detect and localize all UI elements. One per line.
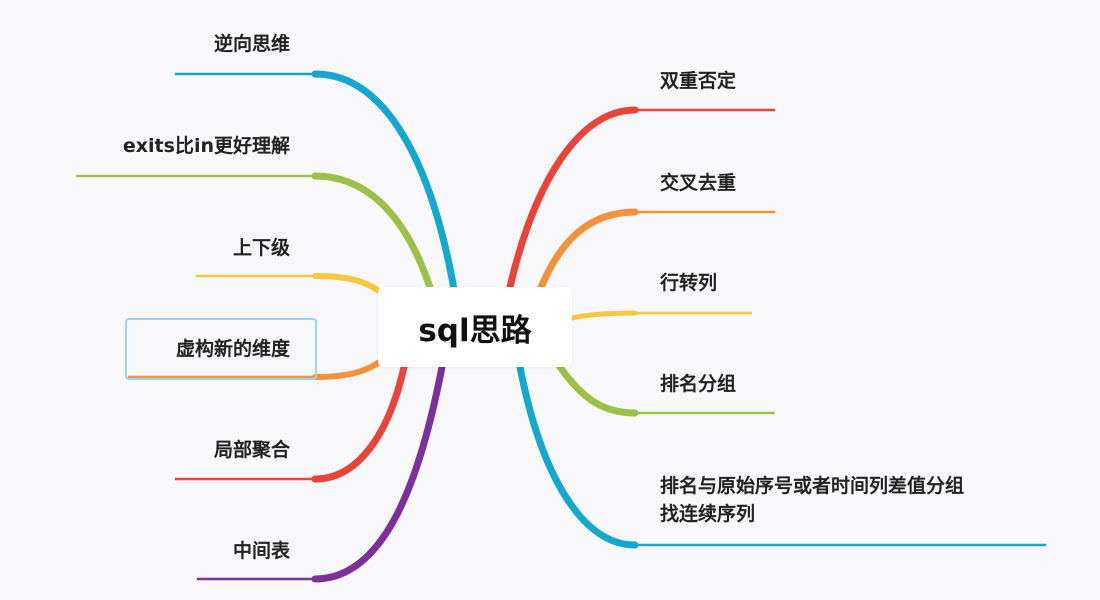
connector-left-3 bbox=[312, 273, 388, 299]
topic-rank-grouping[interactable]: 排名分组 bbox=[660, 373, 737, 395]
connector-right-2 bbox=[536, 208, 639, 294]
connector-left-1 bbox=[311, 70, 459, 299]
topic-row-to-column[interactable]: 行转列 bbox=[660, 272, 718, 294]
topic-double-negation[interactable]: 双重否定 bbox=[660, 70, 737, 92]
topic-consecutive-sequence-line1: 排名与原始序号或者时间列差值分组 bbox=[660, 475, 965, 497]
connector-left-4 bbox=[312, 355, 388, 380]
topic-intermediate-table[interactable]: 中间表 bbox=[232, 540, 290, 562]
connector-right-5 bbox=[516, 363, 639, 549]
connector-left-2 bbox=[311, 172, 438, 304]
topic-cross-dedup[interactable]: 交叉去重 bbox=[660, 172, 737, 194]
connector-left-5 bbox=[311, 363, 408, 483]
connector-right-4 bbox=[556, 363, 639, 417]
connector-right-1 bbox=[506, 106, 639, 291]
central-topic[interactable]: sql思路 bbox=[378, 287, 572, 367]
connector-left-6 bbox=[311, 363, 446, 583]
topic-consecutive-sequence-line2: 找连续序列 bbox=[660, 503, 756, 525]
topic-partial-aggregation[interactable]: 局部聚合 bbox=[213, 439, 290, 461]
topic-exists-vs-in[interactable]: exits比in更好理解 bbox=[122, 135, 290, 157]
topic-hierarchy[interactable]: 上下级 bbox=[232, 237, 290, 259]
selection-outline bbox=[125, 318, 317, 380]
topic-consecutive-sequence[interactable]: 排名与原始序号或者时间列差值分组 找连续序列 bbox=[660, 472, 964, 528]
connector-right-3 bbox=[569, 310, 638, 321]
topic-reverse-thinking[interactable]: 逆向思维 bbox=[213, 33, 290, 55]
topic-virtual-dimension[interactable]: 虚构新的维度 bbox=[175, 338, 290, 360]
